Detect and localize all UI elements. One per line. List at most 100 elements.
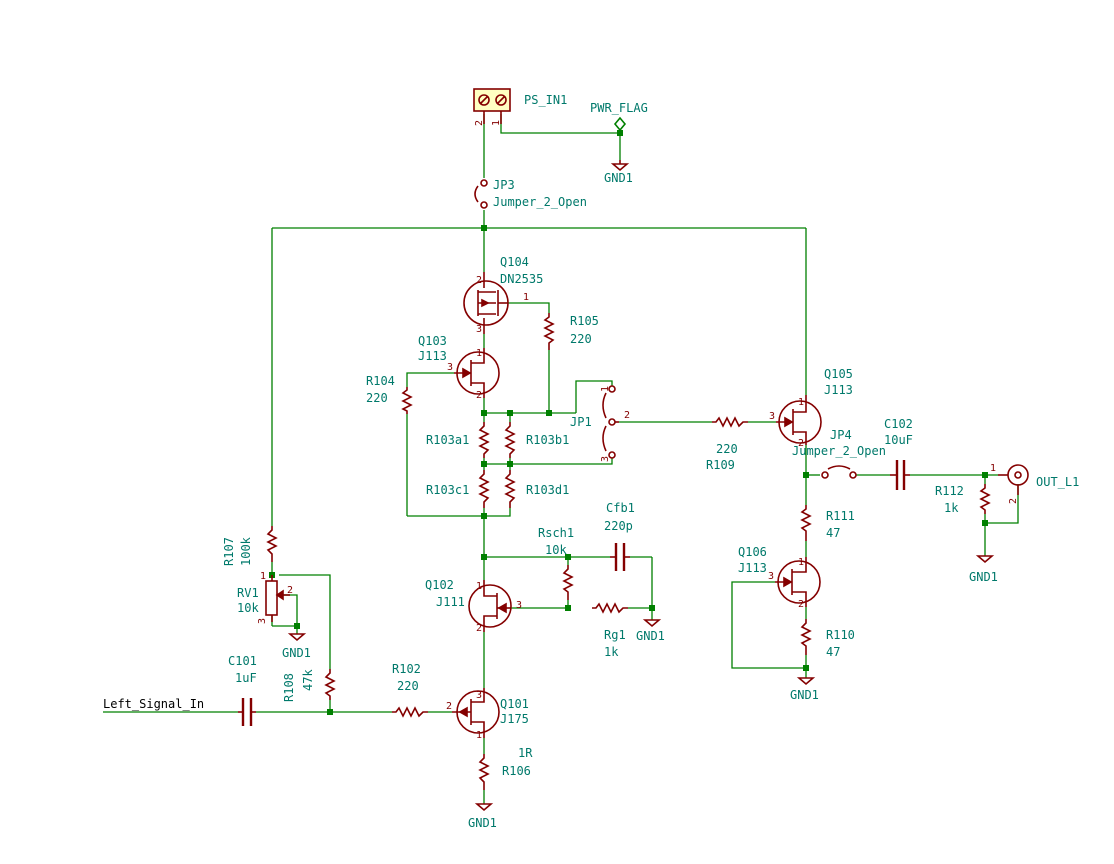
- r111-ref: R111: [826, 509, 855, 523]
- r112-ref: R112: [935, 484, 964, 498]
- rv1-ref: RV1: [237, 586, 259, 600]
- q104-ref: Q104: [500, 255, 529, 269]
- rg1-resistor: [592, 602, 628, 614]
- svg-text:1: 1: [476, 581, 482, 592]
- r111-resistor: [800, 505, 812, 541]
- q105-value: J113: [824, 383, 853, 397]
- r105-ref: R105: [570, 314, 599, 328]
- jp1-ref: JP1: [570, 415, 592, 429]
- c101-value: 1uF: [235, 671, 257, 685]
- gnd-symbol: [474, 803, 494, 812]
- rg1-ref: Rg1: [604, 628, 626, 642]
- q106-jfet: 1 2 3: [768, 557, 821, 610]
- out-l1-ref: OUT_L1: [1036, 475, 1079, 489]
- r110-value: 47: [826, 645, 840, 659]
- gnd-label: GND1: [790, 688, 819, 702]
- c102-capacitor: [890, 460, 910, 490]
- r103c1-ref: R103c1: [426, 483, 469, 497]
- gnd-label: GND1: [604, 171, 633, 185]
- gnd-symbol: [642, 619, 662, 628]
- svg-text:2: 2: [446, 701, 452, 712]
- q106-value: J113: [738, 561, 767, 575]
- r108-ref: R108: [282, 673, 296, 702]
- svg-text:2: 2: [476, 275, 482, 286]
- q101-value: J175: [500, 712, 529, 726]
- svg-text:3: 3: [447, 362, 453, 373]
- q102-value: J111: [436, 595, 465, 609]
- ps-in1-ref: PS_IN1: [524, 93, 567, 107]
- r109-ref: R109: [706, 458, 735, 472]
- svg-text:3: 3: [600, 456, 611, 462]
- svg-text:2: 2: [476, 390, 482, 401]
- q103-ref: Q103: [418, 334, 447, 348]
- svg-text:3: 3: [257, 618, 268, 624]
- r112-value: 1k: [944, 501, 959, 515]
- r112-resistor: [979, 484, 991, 514]
- r110-resistor: [800, 619, 812, 655]
- r102-resistor: [392, 706, 428, 718]
- svg-text:1: 1: [600, 386, 611, 392]
- r107-ref: R107: [222, 537, 236, 566]
- svg-text:3: 3: [768, 571, 774, 582]
- svg-text:1: 1: [990, 463, 996, 474]
- q105-jfet: 1 2 3: [769, 395, 822, 449]
- svg-text:2: 2: [1008, 498, 1019, 504]
- r102-ref: R102: [392, 662, 421, 676]
- jp3-ref: JP3: [493, 178, 515, 192]
- wires: [103, 114, 1019, 804]
- r102-value: 220: [397, 679, 419, 693]
- svg-text:1: 1: [798, 557, 804, 568]
- rsch1-ref: Rsch1: [538, 526, 574, 540]
- svg-text:2: 2: [474, 120, 485, 126]
- rv1-value: 10k: [237, 601, 259, 615]
- gnd-symbol: [796, 677, 816, 686]
- r103d1-ref: R103d1: [526, 483, 569, 497]
- pwr-flag-symbol: [613, 116, 627, 133]
- r103a1-resistor: [478, 422, 490, 458]
- r109-resistor: [712, 416, 748, 428]
- svg-text:2: 2: [624, 410, 630, 421]
- svg-text:2: 2: [798, 599, 804, 610]
- q101-jfet: 3 1 2: [446, 688, 500, 741]
- r104-ref: R104: [366, 374, 395, 388]
- q104-mosfet: 2 3 1: [463, 272, 529, 335]
- svg-text:1: 1: [523, 292, 529, 303]
- pwr-flag-label: PWR_FLAG: [590, 101, 648, 115]
- r103b1-resistor: [504, 422, 516, 458]
- out-l1-connector: 1 2: [990, 463, 1029, 504]
- gnd-symbol: [975, 555, 995, 564]
- q102-ref: Q102: [425, 578, 454, 592]
- r105-value: 220: [570, 332, 592, 346]
- r106-value: 1R: [518, 746, 533, 760]
- r104-value: 220: [366, 391, 388, 405]
- jp3-jumper: [474, 179, 488, 209]
- rsch1-value: 10k: [545, 543, 567, 557]
- rv1-potentiometer: 1 2 3: [257, 571, 293, 624]
- svg-text:1: 1: [260, 571, 266, 582]
- svg-text:2: 2: [798, 438, 804, 449]
- r105-resistor: [543, 313, 555, 350]
- svg-text:1: 1: [476, 348, 482, 359]
- r107-resistor: [266, 526, 278, 562]
- svg-text:1: 1: [476, 730, 482, 741]
- r103c1-resistor: [478, 470, 490, 508]
- r106-ref: R106: [502, 764, 531, 778]
- r111-value: 47: [826, 526, 840, 540]
- input-net-label: Left_Signal_In: [103, 697, 204, 711]
- gnd-label: GND1: [468, 816, 497, 830]
- svg-text:1: 1: [798, 397, 804, 408]
- q103-jfet: 1 2 3: [447, 348, 500, 401]
- jp4-jumper: [821, 465, 857, 479]
- gnd-label: GND1: [282, 646, 311, 660]
- svg-text:3: 3: [516, 600, 522, 611]
- c102-value: 10uF: [884, 433, 913, 447]
- junctions: [269, 130, 988, 715]
- gnd-label: GND1: [969, 570, 998, 584]
- gnd-symbol: [610, 160, 630, 172]
- svg-text:1: 1: [491, 120, 502, 126]
- gnd-label: GND1: [636, 629, 665, 643]
- r103a1-ref: R103a1: [426, 433, 469, 447]
- svg-text:3: 3: [476, 324, 482, 335]
- svg-text:2: 2: [476, 623, 482, 634]
- r107-value: 100k: [239, 536, 253, 566]
